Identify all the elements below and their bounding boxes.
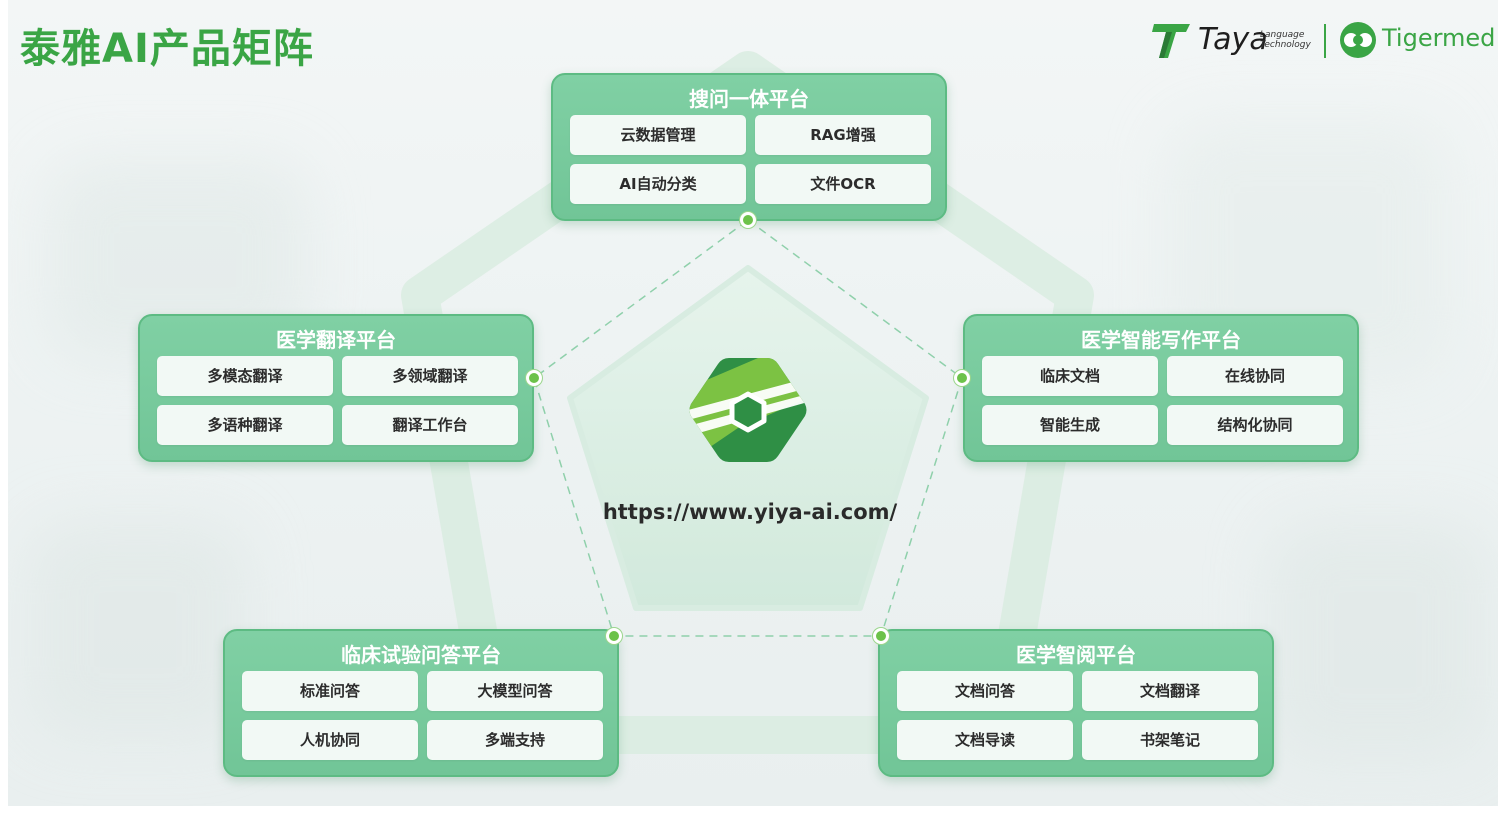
platform-card-medical-translation: 医学翻译平台 多模态翻译 多领域翻译 多语种翻译 翻译工作台 bbox=[138, 314, 534, 462]
connector-node bbox=[954, 370, 970, 386]
taya-subtitle-line2: Technology bbox=[1260, 40, 1311, 50]
taya-subtitle-line1: Language bbox=[1260, 30, 1305, 40]
brand-logos: Taya Language Technology Tigermed bbox=[1150, 18, 1495, 64]
feature-structured-collaboration: 结构化协同 bbox=[1167, 405, 1343, 445]
tigermed-logo-icon bbox=[1340, 22, 1376, 58]
feature-multi-device-support: 多端支持 bbox=[427, 720, 603, 760]
platform-title: 搜问一体平台 bbox=[689, 87, 809, 111]
feature-document-guide: 文档导读 bbox=[897, 720, 1073, 760]
feature-clinical-documents: 临床文档 bbox=[982, 356, 1158, 396]
feature-rag-enhancement: RAG增强 bbox=[755, 115, 931, 155]
platform-title: 临床试验问答平台 bbox=[341, 643, 501, 667]
feature-document-qa: 文档问答 bbox=[897, 671, 1073, 711]
feature-ai-auto-classification: AI自动分类 bbox=[570, 164, 746, 204]
outer-pentagon bbox=[401, 51, 1094, 754]
platform-title: 医学翻译平台 bbox=[276, 328, 396, 352]
feature-cloud-data-management: 云数据管理 bbox=[570, 115, 746, 155]
yiya-hexagon-logo-icon bbox=[689, 358, 807, 462]
connector-node bbox=[526, 370, 542, 386]
feature-multidomain-translation: 多领域翻译 bbox=[342, 356, 518, 396]
platform-card-clinical-trial-qa: 临床试验问答平台 标准问答 大模型问答 人机协同 多端支持 bbox=[223, 629, 619, 777]
feature-standard-qa: 标准问答 bbox=[242, 671, 418, 711]
feature-bookshelf-notes: 书架笔记 bbox=[1082, 720, 1258, 760]
platform-title: 医学智阅平台 bbox=[1016, 643, 1136, 667]
connector-node bbox=[873, 628, 889, 644]
background-blur bbox=[28, 520, 248, 740]
taya-brand-subtitle: Language Technology bbox=[1260, 30, 1311, 50]
connector-node bbox=[606, 628, 622, 644]
feature-llm-qa: 大模型问答 bbox=[427, 671, 603, 711]
connector-node bbox=[740, 212, 756, 228]
feature-multimodal-translation: 多模态翻译 bbox=[157, 356, 333, 396]
feature-online-collaboration: 在线协同 bbox=[1167, 356, 1343, 396]
background-blur bbox=[1268, 520, 1488, 760]
platform-card-medical-reading: 医学智阅平台 文档问答 文档翻译 文档导读 书架笔记 bbox=[878, 629, 1274, 777]
tigermed-brand-name: Tigermed bbox=[1382, 24, 1496, 52]
feature-smart-generation: 智能生成 bbox=[982, 405, 1158, 445]
platform-title: 医学智能写作平台 bbox=[1081, 328, 1241, 352]
taya-logo-icon bbox=[1152, 24, 1190, 58]
feature-document-translation: 文档翻译 bbox=[1082, 671, 1258, 711]
taya-brand-name: Taya bbox=[1198, 22, 1268, 57]
feature-multilingual-translation: 多语种翻译 bbox=[157, 405, 333, 445]
platform-card-search-qa: 搜问一体平台 云数据管理 RAG增强 AI自动分类 文件OCR bbox=[551, 73, 947, 221]
page-title: 泰雅AI产品矩阵 bbox=[20, 26, 314, 72]
platform-card-medical-writing: 医学智能写作平台 临床文档 在线协同 智能生成 结构化协同 bbox=[963, 314, 1359, 462]
feature-translation-workbench: 翻译工作台 bbox=[342, 405, 518, 445]
feature-human-ai-collaboration: 人机协同 bbox=[242, 720, 418, 760]
website-url[interactable]: https://www.yiya-ai.com/ bbox=[602, 500, 898, 524]
logo-divider bbox=[1324, 24, 1326, 58]
feature-file-ocr: 文件OCR bbox=[755, 164, 931, 204]
